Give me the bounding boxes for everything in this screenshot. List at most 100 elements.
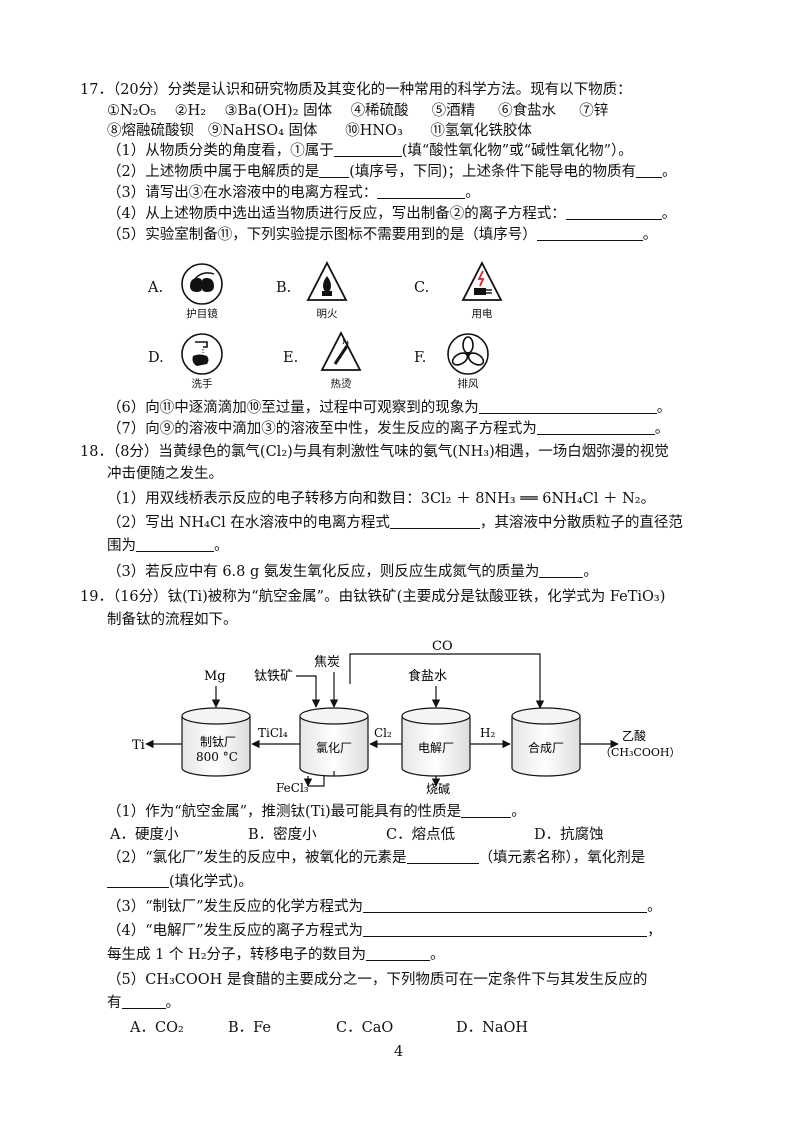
answer-blank[interactable] [377, 184, 466, 199]
page-number: 4 [394, 1044, 404, 1060]
q17-header: 17．（20分）分类是认识和研究物质及其变化的一种常用的科学方法。现有以下物质： [80, 82, 632, 98]
substance-10: ⑩HNO₃ [345, 123, 403, 139]
q17-part7: （7）向⑨的溶液中滴加③的溶液至中性，发生反应的离子方程式为 。 [107, 419, 669, 439]
option-b-label: B. [276, 280, 292, 296]
answer-blank[interactable] [536, 420, 655, 435]
substance-3: ③Ba(OH)₂ 固体 [224, 103, 333, 119]
answer-blank[interactable] [636, 163, 663, 178]
q17-p6-end: 。 [656, 400, 672, 416]
q19-p5-end: 。 [165, 995, 181, 1011]
hot-surface-icon [320, 331, 362, 371]
plant-electrolysis: 电解厂 [401, 707, 471, 777]
brine-label: 食盐水 [408, 668, 447, 684]
answer-blank[interactable] [363, 922, 648, 937]
q19-p4-text2: 每生成 1 个 H₂分子，转移电子的数目为 [107, 947, 367, 963]
q17-part3: （3）请写出③在水溶液中的电离方程式： 。 [107, 183, 480, 203]
option-d-label: D. [148, 350, 164, 366]
substance-9: ⑨NaHSO₄ 固体 [207, 123, 318, 139]
substance-2: ②H₂ [174, 103, 207, 119]
q19-p1-end: 。 [511, 804, 526, 820]
q19-part5-cont: 有。 [107, 993, 180, 1013]
q17-p2-text2: (填序号，下同)；上述条件下能导电的物质有 [349, 164, 637, 180]
goggles-icon [181, 263, 223, 305]
answer-blank[interactable] [406, 849, 479, 864]
q18-p2-text: （2）写出 NH₄Cl 在水溶液中的电离方程式 [107, 515, 390, 531]
answer-blank[interactable] [536, 226, 643, 241]
q17-p2-end: 。 [662, 164, 677, 180]
option-c[interactable]: C．CaO [336, 1020, 394, 1036]
q18-part2-cont: 围为。 [107, 536, 229, 556]
option-c[interactable]: C．熔点低 [386, 827, 456, 843]
substance-1: ①N₂O₅ [107, 103, 157, 119]
q19-part3: （3）“制钛厂”发生反应的化学方程式为。 [107, 897, 662, 917]
q17-p3-text: （3）请写出③在水溶液中的电离方程式： [107, 185, 378, 201]
option-b[interactable]: B．密度小 [248, 827, 317, 843]
q17-p5-text: （5）实验室制备⑪，下列实验提示图标不需要用到的是（填序号） [107, 227, 537, 243]
q17-p2-text: （2）上述物质中属于电解质的是 [107, 164, 320, 180]
q19-p4-end2: 。 [430, 947, 445, 963]
plant-synthesis-label: 合成厂 [528, 740, 564, 755]
option-e-label: E. [283, 350, 299, 366]
substance-5: ⑤酒精 [431, 103, 476, 119]
option-b[interactable]: B．Fe [228, 1020, 272, 1036]
plant-chlorination: 氯化厂 [299, 707, 369, 777]
option-d[interactable]: D．抗腐蚀 [534, 827, 604, 843]
ti-label: Ti [132, 738, 145, 753]
h2-label: H₂ [480, 726, 495, 740]
substance-8: ⑧熔融硫酸钡 [107, 123, 194, 139]
q19-p4-end: ， [647, 923, 662, 939]
q17-part6: （6）向⑪中逐滴滴加⑩至过量，过程中可观察到的现象为。 [107, 398, 671, 418]
answer-blank[interactable] [121, 994, 166, 1009]
q17-part1: （1）从物质分类的角度看，①属于 (填“酸性氧化物”或“碱性氧化物”）。 [107, 141, 633, 161]
q18-header: 18．（8分）当黄绿色的氯气(Cl₂)与具有刺激性气味的氨气(NH₃)相遇，一场… [80, 444, 669, 460]
answer-blank[interactable] [136, 537, 214, 552]
q19-p3-end: 。 [647, 899, 662, 915]
q19-p2-text: （2）“氯化厂”发生的反应中，被氧化的元素是 [107, 850, 407, 866]
q17-p4-end: 。 [661, 206, 677, 222]
answer-blank[interactable] [319, 163, 350, 178]
q17-p1-text: （1）从物质分类的角度看，①属于 [107, 143, 334, 159]
answer-blank[interactable] [333, 142, 402, 157]
option-d[interactable]: D．NaOH [456, 1020, 528, 1036]
ilmenite-label: 钛铁矿 [254, 669, 293, 684]
q17-p5-end: 。 [642, 227, 658, 243]
q18-part3: （3）若反应中有 6.8 g 氨发生氧化反应，则反应生成氮气的质量为。 [107, 562, 598, 582]
q18-p2-text2: ，其溶液中分散质粒子的直径范 [479, 515, 683, 531]
titanium-process-flow: CO 制钛厂 800 °C 氯化厂 电解厂 合成厂 Mg 钛铁矿 焦炭 [132, 639, 680, 796]
option-c-label: C. [414, 280, 430, 296]
q19-part2: （2）“氯化厂”发生的反应中，被氧化的元素是 （填元素名称），氧化剂是 [107, 848, 645, 868]
substance-4: ④稀硫酸 [350, 103, 409, 119]
q17-p7-text: （7）向⑨的溶液中滴加③的溶液至中性，发生反应的离子方程式为 [107, 421, 537, 437]
q19-header-cont: 制备钛的流程如下。 [107, 612, 238, 628]
option-a[interactable]: A．CO₂ [130, 1020, 184, 1036]
q18-part2: （2）写出 NH₄Cl 在水溶液中的电离方程式 ，其溶液中分散质粒子的直径范 [107, 513, 683, 533]
q19-part1: （1）作为“航空金属”，推测钛(Ti)最可能具有的性质是。 [107, 802, 526, 822]
plant-titanium-label: 制钛厂 [200, 734, 236, 749]
q17-p3-end: 。 [465, 185, 480, 201]
substance-11: ⑪氢氧化铁胶体 [430, 123, 532, 139]
answer-blank[interactable] [461, 803, 512, 818]
q19-header: 19．（16分）钛(Ti)被称为“航空金属”。由钛铁矿(主要成分是钛酸亚铁，化学… [80, 589, 666, 605]
caption-hand-wash: 洗手 [191, 378, 213, 390]
q17-part2: （2）上述物质中属于电解质的是 (填序号，下同)；上述条件下能导电的物质有 。 [107, 162, 677, 182]
answer-blank[interactable] [107, 873, 169, 888]
flame-icon [306, 261, 348, 301]
answer-blank[interactable] [539, 563, 584, 578]
mg-label: Mg [204, 669, 226, 684]
q17-p1-hint: (填“酸性氧化物”或“碱性氧化物”）。 [401, 143, 633, 159]
option-a[interactable]: A．硬度小 [110, 827, 179, 843]
answer-blank[interactable] [366, 946, 431, 961]
answer-blank[interactable] [389, 514, 480, 529]
answer-blank[interactable] [478, 399, 657, 414]
plant-synthesis: 合成厂 [511, 707, 581, 777]
q18-p3-text: （3）若反应中有 6.8 g 氨发生氧化反应，则反应生成氮气的质量为 [107, 564, 540, 580]
q17-p7-end: 。 [654, 421, 670, 437]
substance-6: ⑥食盐水 [498, 103, 557, 119]
q17-substances-row1: ①N₂O₅ ②H₂ ③Ba(OH)₂ 固体 ④稀硫酸 ⑤酒精 ⑥食盐水 ⑦锌 [107, 101, 608, 121]
answer-blank[interactable] [565, 205, 662, 220]
q19-p5-options: A．CO₂ B．Fe C．CaO D．NaOH [130, 1018, 528, 1038]
answer-blank[interactable] [363, 898, 648, 913]
fecl3-label: FeCl₃ [276, 781, 309, 795]
q18-part1: （1）用双线桥表示反应的电子转移方向和数目：3Cl₂ ＋ 8NH₃ ══ 6NH… [107, 491, 656, 507]
q19-p2-text2: （填元素名称），氧化剂是 [478, 850, 646, 866]
